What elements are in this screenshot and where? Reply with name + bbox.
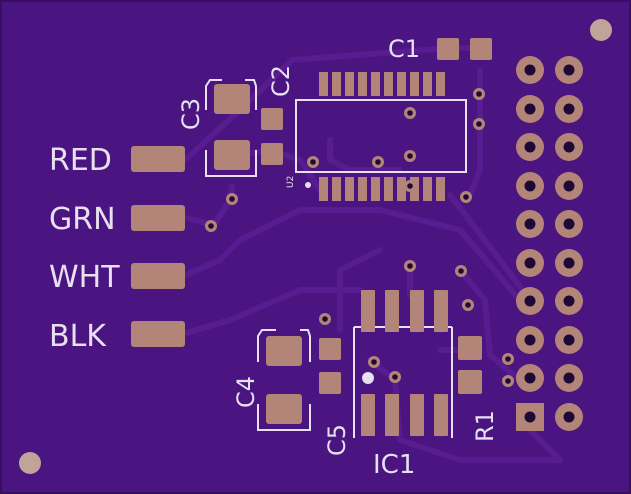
header-pin xyxy=(516,172,544,200)
header-pin xyxy=(555,95,583,123)
wire-pad-red xyxy=(131,146,185,172)
header-pin xyxy=(516,249,544,277)
wire-pad-grn xyxy=(131,205,185,231)
via xyxy=(460,191,472,203)
via xyxy=(368,356,380,368)
header-pin xyxy=(555,403,583,431)
header-pin xyxy=(555,249,583,277)
via xyxy=(372,156,384,168)
c2-pad-2 xyxy=(261,143,283,165)
via xyxy=(389,371,401,383)
via xyxy=(404,107,416,119)
wire-label-wht: WHT xyxy=(49,260,120,295)
via xyxy=(307,156,319,168)
u2-outline xyxy=(295,99,467,173)
ic1-pin1-marker xyxy=(362,372,374,384)
c3-pad-2 xyxy=(214,140,250,170)
r1-pad-1 xyxy=(458,336,482,360)
header-pin xyxy=(516,326,544,354)
capacitor-c5: C5 xyxy=(319,338,351,456)
wire-label-red: RED xyxy=(49,143,112,178)
vias xyxy=(205,88,514,387)
u2-label: U2 xyxy=(286,176,296,188)
mounting-hole-bottom-left xyxy=(19,452,41,474)
via xyxy=(404,260,416,272)
header-pin xyxy=(516,364,544,392)
header-pin xyxy=(555,172,583,200)
header-pin xyxy=(555,133,583,161)
wire-label-grn: GRN xyxy=(49,202,116,237)
c4-pad-1 xyxy=(266,336,302,366)
c2-pad-1 xyxy=(261,108,283,130)
header-pin xyxy=(555,326,583,354)
via xyxy=(205,220,217,232)
resistor-r1: R1 xyxy=(458,336,499,442)
capacitor-c3: C3 xyxy=(177,79,257,177)
via xyxy=(404,150,416,162)
header-pin xyxy=(516,95,544,123)
ic1-label: IC1 xyxy=(373,450,415,480)
r1-pad-2 xyxy=(458,370,482,394)
capacitor-c1: C1 xyxy=(388,35,492,63)
header-pin xyxy=(516,133,544,161)
header-pin xyxy=(516,403,544,431)
c4-pad-2 xyxy=(266,394,302,424)
ic1-pins-bottom xyxy=(361,394,448,436)
c3-label: C3 xyxy=(177,98,205,130)
chip-ic1: IC1 xyxy=(353,290,453,480)
via xyxy=(462,299,474,311)
via xyxy=(404,180,416,192)
wire-label-blk: BLK xyxy=(49,319,107,354)
header-pin xyxy=(555,210,583,238)
header-pin xyxy=(555,287,583,315)
header-pin xyxy=(555,56,583,84)
via xyxy=(455,265,467,277)
c1-pad-2 xyxy=(470,38,492,60)
pin-header xyxy=(516,56,583,431)
c4-label: C4 xyxy=(232,376,260,408)
via xyxy=(473,118,485,130)
mounting-holes xyxy=(19,19,612,474)
header-pin xyxy=(516,287,544,315)
c5-pad-2 xyxy=(319,372,341,394)
header-pin xyxy=(516,210,544,238)
c5-pad-1 xyxy=(319,338,341,360)
wire-pad-wht xyxy=(131,263,185,289)
c1-pad-1 xyxy=(437,38,459,60)
c4-silkscreen xyxy=(257,329,311,431)
r1-label: R1 xyxy=(471,410,499,442)
c1-label: C1 xyxy=(388,35,420,63)
c5-label: C5 xyxy=(323,424,351,456)
wire-pads xyxy=(131,146,185,347)
wire-pad-blk xyxy=(131,321,185,347)
c3-silkscreen xyxy=(205,79,257,177)
ic1-pins-top xyxy=(361,290,448,332)
via xyxy=(502,375,514,387)
capacitor-c4: C4 xyxy=(232,329,311,431)
via xyxy=(226,193,238,205)
wire-labels: RED GRN WHT BLK xyxy=(49,143,120,354)
u2-pins-top xyxy=(319,72,445,96)
c2-label: C2 xyxy=(267,65,295,97)
via xyxy=(319,313,331,325)
mounting-hole-top-right xyxy=(590,19,612,41)
capacitor-c2: C2 xyxy=(261,65,295,165)
u2-pin1-marker xyxy=(305,182,311,188)
header-pin xyxy=(516,56,544,84)
header-pin xyxy=(555,364,583,392)
via xyxy=(473,88,485,100)
c3-pad-1 xyxy=(214,84,250,114)
via xyxy=(502,353,514,365)
